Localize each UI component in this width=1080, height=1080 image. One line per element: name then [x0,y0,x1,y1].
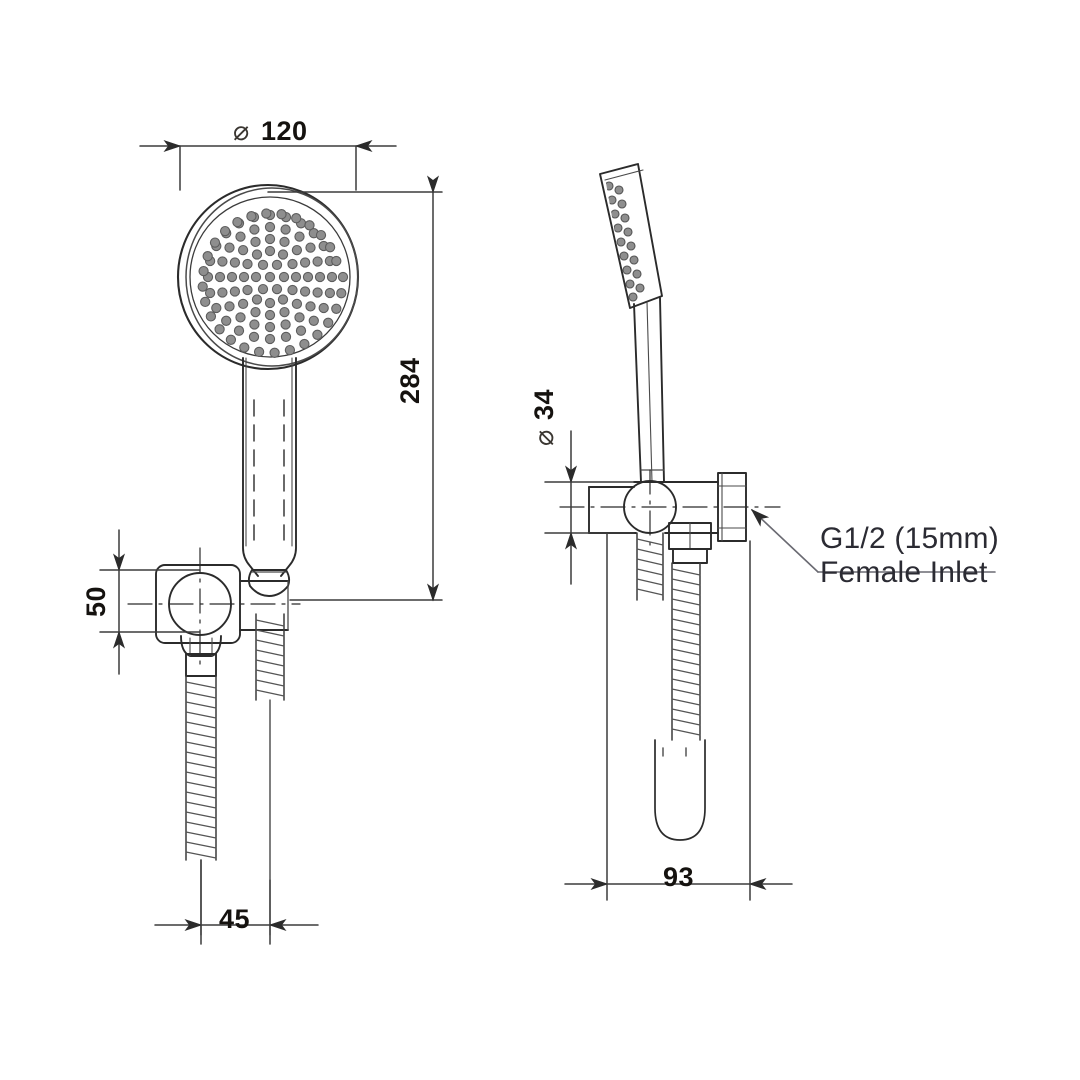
inlet-callout-line2: Female Inlet [820,556,988,589]
dim-dia-34-symbol: ⌀ [529,430,559,446]
dimension-dia-120 [139,140,397,191]
shower-handle-side [633,297,665,483]
inlet-callout-leader [750,508,996,573]
hose-coil-side-left [636,532,664,601]
dim-width-45-value: 45 [219,904,250,934]
shower-handle [242,357,297,597]
hose-u-bend [654,739,706,841]
wall-bracket-front [155,564,289,677]
side-view-group [559,163,781,841]
dimension-width-93 [564,532,793,901]
front-view-group [127,183,360,936]
shower-head-face [176,183,360,371]
side-centerline [559,469,781,546]
dim-dia-120-value: 120 [261,116,308,146]
dimension-width-45 [154,859,319,945]
hose-coil-side-right [671,562,701,741]
dim-height-50-value: 50 [81,586,111,617]
dim-height-284-value: 284 [395,357,425,404]
dimension-dia-34 [544,430,635,585]
dim-dia-34-value: 34 [529,389,559,420]
inlet-callout-line1: G1/2 (15mm) [820,522,999,555]
wall-bracket-side [588,472,747,564]
dimension-height-284 [267,175,443,602]
dimension-height-50 [99,529,201,675]
nozzle-pattern [197,208,349,358]
inlet-callout: G1/2 (15mm) Female Inlet [820,522,999,589]
bracket-centerlines [127,547,301,665]
dimension-labels: ⌀ 120 284 50 45 ⌀ 34 93 [81,116,694,934]
dim-width-93-value: 93 [663,862,694,892]
shower-head-side [599,163,663,309]
dim-dia-120-symbol: ⌀ [233,116,249,146]
